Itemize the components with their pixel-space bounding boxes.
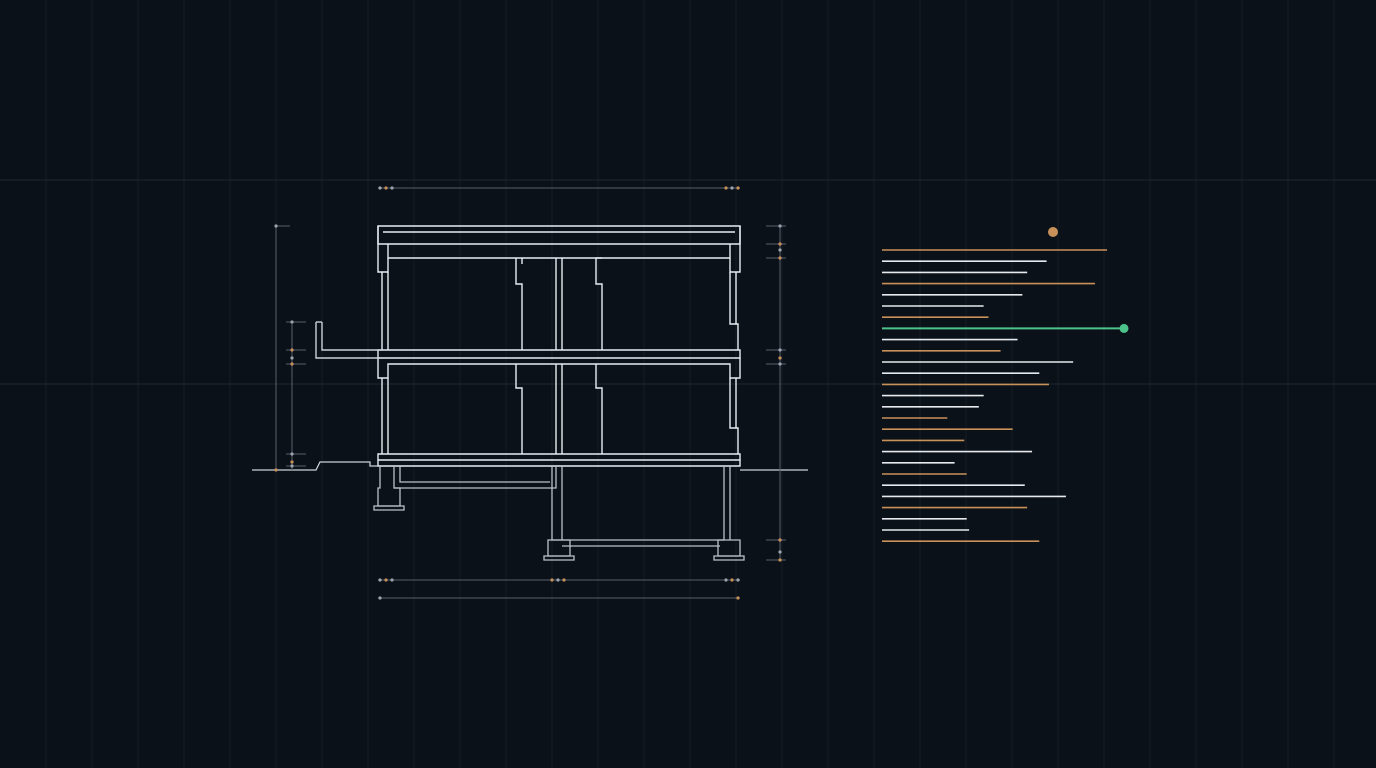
dimension-left-outer-marker [274, 468, 278, 472]
exterior-wall-right [729, 272, 739, 454]
spec-panel-marker [1048, 227, 1058, 237]
dimension-left-inner-marker [290, 464, 294, 468]
dimension-bottom-marker [736, 578, 740, 582]
upper-floor-partitions [515, 257, 603, 350]
dimension-left-ext [286, 321, 306, 467]
floor-slab-ground [377, 453, 741, 467]
dimension-top-marker [390, 186, 394, 190]
dimension-left-inner-marker [290, 356, 294, 360]
dimension-left-inner-marker [290, 362, 294, 366]
dimension-right-marker [778, 550, 782, 554]
dimension-right-marker [778, 362, 782, 366]
building-section-drawing [252, 225, 808, 561]
footing-middle [543, 539, 575, 561]
dimension-left-inner-marker [290, 320, 294, 324]
dimension-bottom-marker [562, 578, 566, 582]
dimension-left-inner-marker [290, 452, 294, 456]
ground-floor-partitions [515, 364, 603, 454]
footing-left [373, 466, 405, 511]
dimension-right-marker [778, 558, 782, 562]
dimension-lines [275, 187, 786, 599]
dimension-left-outer-marker [274, 224, 278, 228]
dimension-bottom-marker [724, 578, 728, 582]
spec-list-panel [882, 227, 1129, 543]
footing-right [713, 539, 745, 561]
dimension-top-marker [730, 186, 734, 190]
dimension-top-marker [724, 186, 728, 190]
dimension-bottom-lower-marker [378, 596, 382, 600]
ground-line [252, 461, 808, 471]
dimension-left-inner-marker [290, 460, 294, 464]
dimension-right-marker [778, 224, 782, 228]
dimension-right-ext [766, 225, 786, 561]
dimension-right-marker [778, 256, 782, 260]
floor-slab-upper [377, 349, 741, 379]
dimension-right-marker [778, 248, 782, 252]
dimension-top-marker [384, 186, 388, 190]
exterior-wall-left [381, 272, 389, 454]
dimension-right-marker [778, 356, 782, 360]
dimension-markers [274, 186, 782, 600]
spec-line-highlight-handle [1119, 323, 1129, 333]
basement-structure [393, 466, 731, 547]
dimension-bottom-marker [378, 578, 382, 582]
dimension-bottom-marker [390, 578, 394, 582]
dimension-top-marker [736, 186, 740, 190]
dimension-right-marker [778, 348, 782, 352]
dimension-bottom-marker [384, 578, 388, 582]
side-canopy [315, 321, 382, 359]
dimension-left-inner-marker [290, 348, 294, 352]
dimension-bottom-marker [730, 578, 734, 582]
roof-slab [377, 225, 741, 273]
dimension-bottom-marker [550, 578, 554, 582]
dimension-right-marker [778, 242, 782, 246]
dimension-top-marker [378, 186, 382, 190]
dimension-right-marker [778, 538, 782, 542]
dimension-bottom-lower-marker [736, 596, 740, 600]
dimension-bottom-marker [556, 578, 560, 582]
